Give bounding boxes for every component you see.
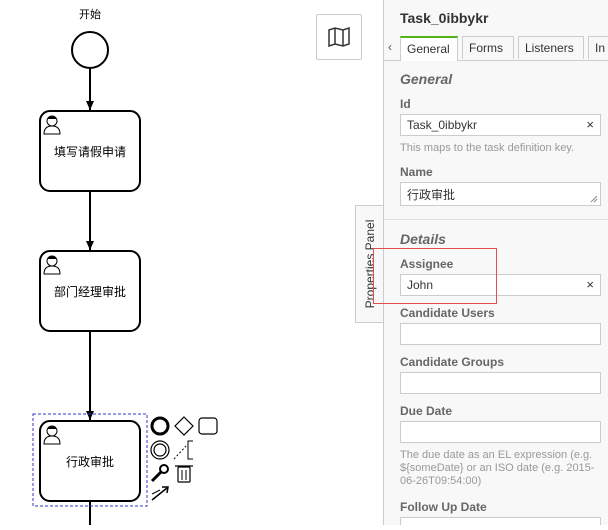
name-textarea[interactable]: 行政审批: [400, 182, 601, 206]
panel-title: Task_0ibbykr: [400, 10, 489, 26]
tab-input-output[interactable]: In: [588, 36, 608, 59]
candidate-users-input[interactable]: [400, 323, 601, 345]
tab-listeners[interactable]: Listeners: [518, 36, 584, 59]
context-pad[interactable]: [150, 416, 218, 501]
trash-icon[interactable]: [175, 465, 193, 483]
assignee-value: John: [407, 278, 434, 292]
name-label: Name: [400, 165, 433, 179]
user-icon: [43, 255, 61, 275]
assignee-highlight-box: [373, 248, 497, 304]
follow-up-date-label: Follow Up Date: [400, 500, 487, 514]
task-label: 部门经理审批: [54, 284, 126, 299]
task-label: 行政审批: [66, 454, 114, 469]
wrench-icon[interactable]: [150, 464, 169, 483]
section-general: General: [400, 71, 453, 87]
id-label: Id: [400, 97, 411, 111]
id-value: Task_0ibbykr: [407, 118, 478, 132]
assignee-input[interactable]: John ×: [400, 274, 601, 296]
connect-tool-icon[interactable]: [151, 486, 169, 501]
user-task-2[interactable]: 部门经理审批: [39, 250, 141, 332]
task-label: 填写请假申请: [54, 145, 126, 159]
due-date-input[interactable]: [400, 421, 601, 443]
clear-icon[interactable]: ×: [586, 117, 594, 132]
due-date-hint: The due date as an EL expression (e.g. $…: [400, 449, 595, 487]
candidate-groups-label: Candidate Groups: [400, 355, 505, 369]
candidate-groups-input[interactable]: [400, 372, 601, 394]
id-input[interactable]: Task_0ibbykr ×: [400, 114, 601, 136]
task-tool-icon[interactable]: [198, 417, 218, 435]
intermediate-event-tool-icon[interactable]: [150, 440, 170, 460]
follow-up-date-input[interactable]: [400, 517, 601, 525]
name-value: 行政审批: [407, 188, 456, 202]
candidate-users-label: Candidate Users: [400, 306, 495, 320]
text-annotation-tool-icon[interactable]: [173, 440, 193, 460]
selection-outline: [32, 413, 148, 507]
tabs-scroll-left-icon[interactable]: ‹: [388, 40, 392, 54]
minimap-toggle-button[interactable]: [316, 14, 362, 60]
section-details: Details: [400, 231, 446, 247]
panel-tabs: ‹ General Forms Listeners In: [384, 36, 608, 61]
map-icon: [328, 27, 350, 47]
due-date-label: Due Date: [400, 404, 453, 418]
properties-panel: Task_0ibbykr ‹ General Forms Listeners I…: [383, 0, 608, 525]
id-hint: This maps to the task definition key.: [400, 142, 575, 154]
resize-handle-icon[interactable]: [590, 195, 598, 203]
clear-icon[interactable]: ×: [586, 277, 594, 292]
start-event[interactable]: [71, 31, 109, 69]
gateway-tool-icon[interactable]: [174, 416, 194, 436]
start-event-label: 开始: [79, 7, 101, 21]
user-task-1[interactable]: 填写请假申请: [39, 110, 141, 192]
user-task-3[interactable]: 行政审批: [39, 420, 141, 502]
diagram-canvas[interactable]: 开始 填写请假申请 部门经理审批: [0, 0, 383, 525]
assignee-label: Assignee: [400, 257, 454, 271]
tab-general[interactable]: General: [400, 36, 458, 61]
user-icon: [43, 115, 61, 135]
end-event-tool-icon[interactable]: [150, 416, 170, 436]
user-icon: [43, 425, 61, 445]
diagram-svg[interactable]: 开始 填写请假申请 部门经理审批: [0, 0, 383, 525]
section-divider: [384, 219, 608, 220]
tab-forms[interactable]: Forms: [462, 36, 514, 59]
